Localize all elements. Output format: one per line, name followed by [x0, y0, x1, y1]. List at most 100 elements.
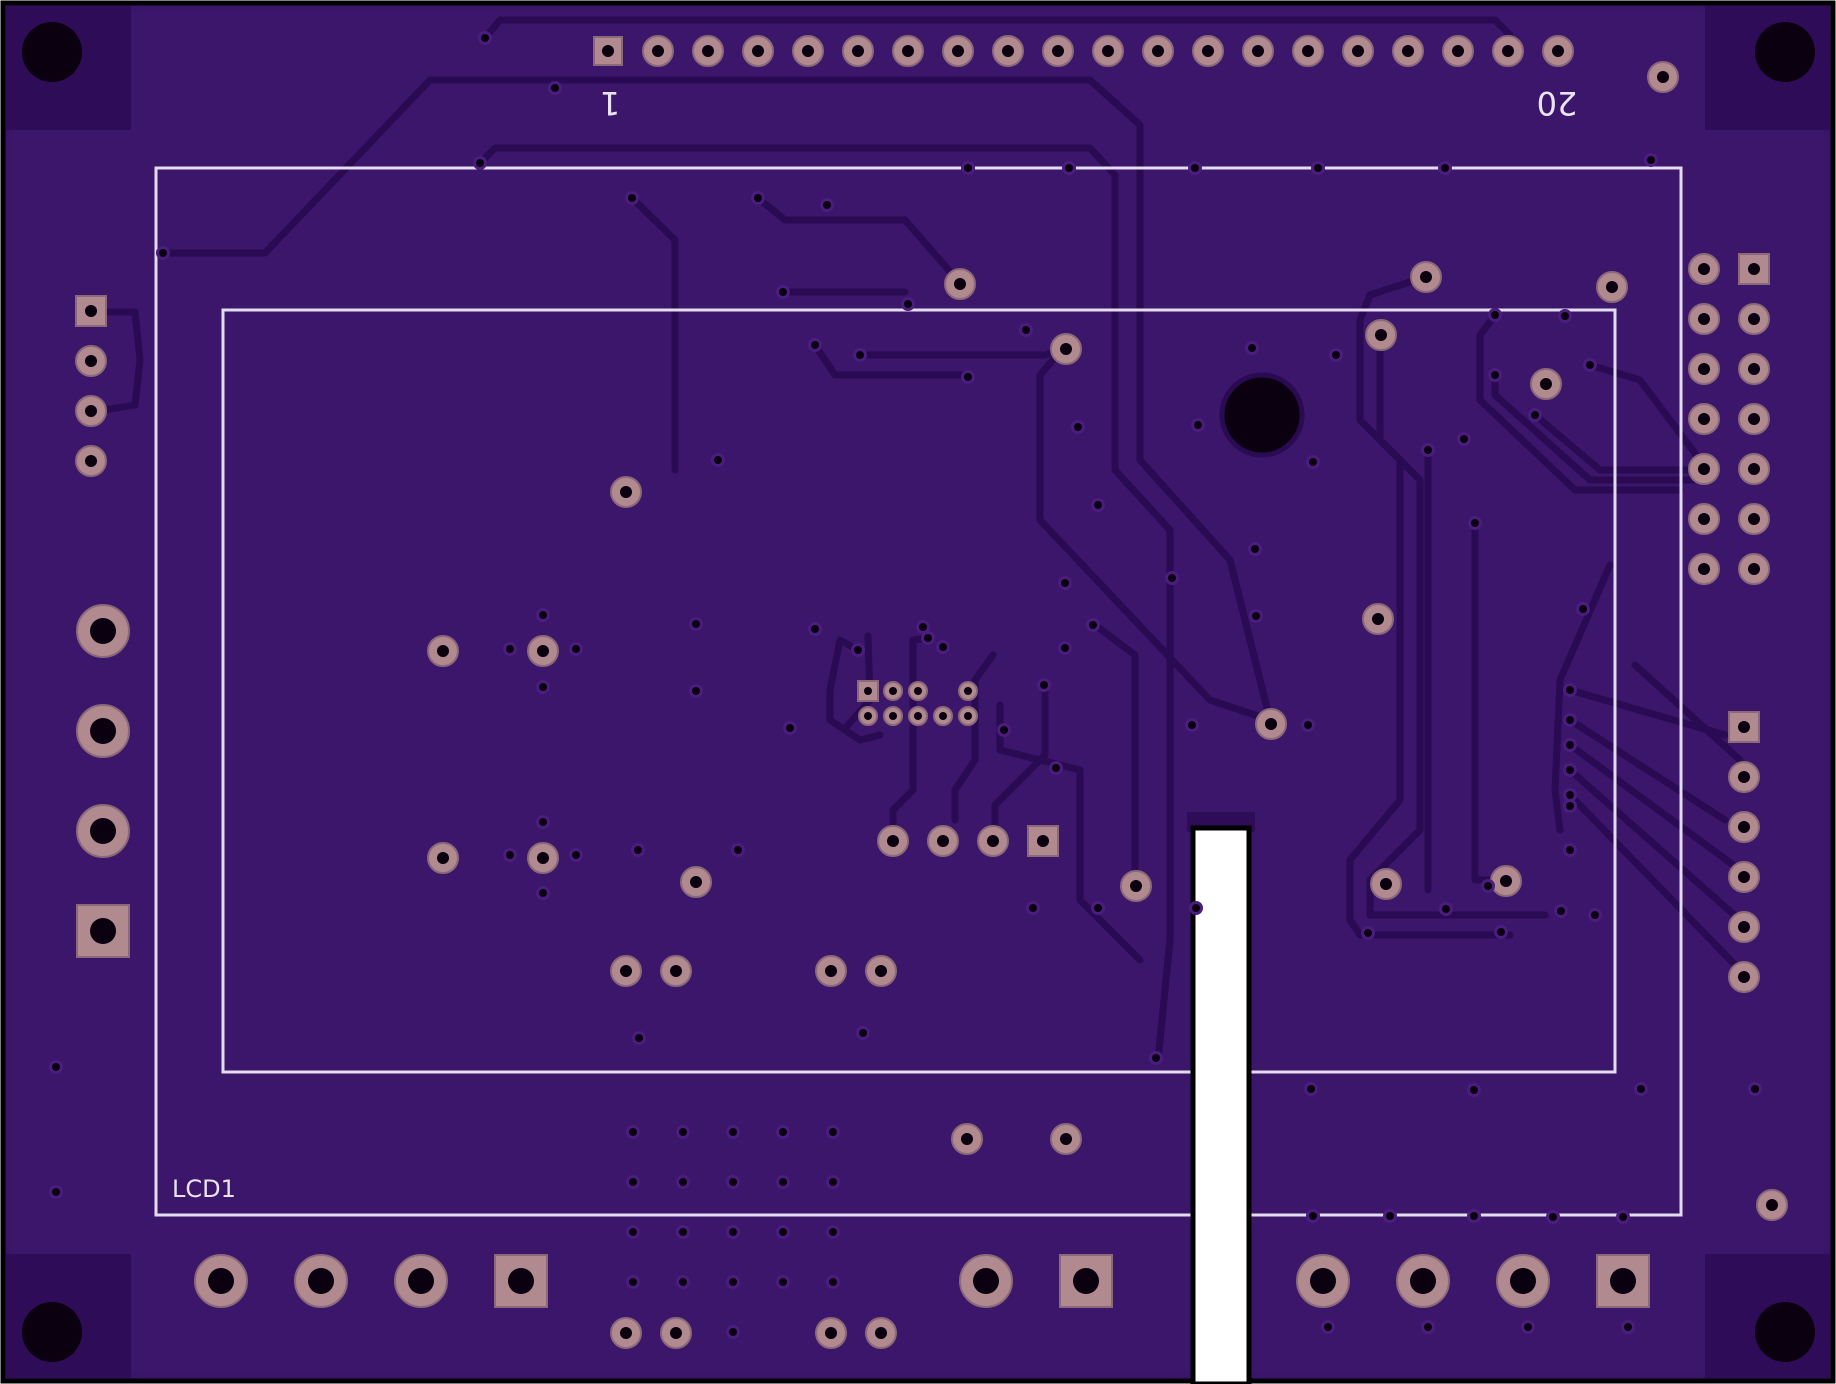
pad-drill — [1380, 878, 1392, 890]
via — [625, 191, 639, 205]
via-drill — [679, 1278, 687, 1286]
round-pad — [877, 825, 909, 857]
via — [1563, 738, 1577, 752]
pad-drill — [1657, 71, 1669, 83]
round-pad — [1738, 303, 1770, 335]
via — [1091, 498, 1105, 512]
pad-drill — [1130, 880, 1142, 892]
via-drill — [1484, 882, 1492, 890]
via — [1301, 718, 1315, 732]
round-pad — [1530, 368, 1562, 400]
round-pad — [1688, 303, 1720, 335]
via — [776, 1125, 790, 1139]
via-drill — [734, 846, 742, 854]
round-pad — [1192, 35, 1224, 67]
component-pads — [75, 35, 1788, 1349]
pad-drill — [90, 818, 116, 844]
pad-drill — [1738, 821, 1750, 833]
via — [1421, 1320, 1435, 1334]
via-drill — [629, 1178, 637, 1186]
pad-drill — [864, 712, 872, 720]
via-drill — [1491, 371, 1499, 379]
via-drill — [1531, 411, 1539, 419]
pad-drill — [1748, 563, 1760, 575]
via — [1311, 161, 1325, 175]
pad-drill — [437, 852, 449, 864]
round-pad — [76, 604, 130, 658]
pad-drill — [408, 1268, 434, 1294]
via-drill — [1061, 579, 1069, 587]
via — [1481, 879, 1495, 893]
round-pad — [958, 681, 978, 701]
via — [826, 1125, 840, 1139]
board-slot-cutout — [1190, 825, 1252, 1384]
via-drill — [1470, 1212, 1478, 1220]
via-drill — [1304, 721, 1312, 729]
pad-drill — [85, 455, 97, 467]
round-pad — [75, 345, 107, 377]
via — [1248, 542, 1262, 556]
round-pad — [1738, 503, 1770, 535]
via-drill — [779, 288, 787, 296]
square-pad — [76, 904, 130, 958]
pad-drill — [1748, 463, 1760, 475]
via-drill — [506, 645, 514, 653]
round-pad — [1728, 761, 1760, 793]
via-drill — [829, 1278, 837, 1286]
round-pad — [76, 704, 130, 758]
via — [1494, 925, 1508, 939]
pad-drill — [1452, 45, 1464, 57]
via — [1488, 308, 1502, 322]
via — [1616, 1210, 1630, 1224]
pad-drill — [208, 1268, 234, 1294]
round-pad — [1490, 865, 1522, 897]
via — [1086, 618, 1100, 632]
via — [503, 642, 517, 656]
via-drill — [572, 645, 580, 653]
round-pad — [1496, 1254, 1550, 1308]
via — [1621, 1320, 1635, 1334]
via-drill — [1052, 764, 1060, 772]
via-drill — [572, 851, 580, 859]
pad-drill — [1748, 363, 1760, 375]
round-pad — [76, 804, 130, 858]
round-pad — [865, 955, 897, 987]
via-drill — [1566, 686, 1574, 694]
pad-drill — [1540, 378, 1552, 390]
via-drill — [1040, 681, 1048, 689]
pad-drill — [1698, 413, 1710, 425]
pad-drill — [1073, 1268, 1099, 1294]
via-drill — [829, 1178, 837, 1186]
via-drill — [539, 818, 547, 826]
round-pad — [1688, 503, 1720, 535]
via-drill — [754, 194, 762, 202]
via — [1071, 420, 1085, 434]
round-pad — [692, 35, 724, 67]
via — [1306, 455, 1320, 469]
pad-drill — [939, 712, 947, 720]
via — [726, 1325, 740, 1339]
round-pad — [1756, 1189, 1788, 1221]
via — [1421, 443, 1435, 457]
via-drill — [1168, 574, 1176, 582]
via — [1191, 418, 1205, 432]
via — [626, 1125, 640, 1139]
via-drill — [692, 687, 700, 695]
via-drill — [1029, 904, 1037, 912]
via-drill — [729, 1128, 737, 1136]
via-drill — [629, 1128, 637, 1136]
round-pad — [1042, 35, 1074, 67]
pad-drill — [620, 1327, 632, 1339]
via — [1588, 908, 1602, 922]
via — [1576, 602, 1590, 616]
via — [961, 370, 975, 384]
via — [1383, 1209, 1397, 1223]
via — [478, 31, 492, 45]
via — [1019, 323, 1033, 337]
via-drill — [1491, 311, 1499, 319]
header-pin-1-label: 1 — [600, 84, 620, 122]
via — [936, 640, 950, 654]
via — [1457, 432, 1471, 446]
pad-drill — [1698, 263, 1710, 275]
pad-drill — [902, 45, 914, 57]
